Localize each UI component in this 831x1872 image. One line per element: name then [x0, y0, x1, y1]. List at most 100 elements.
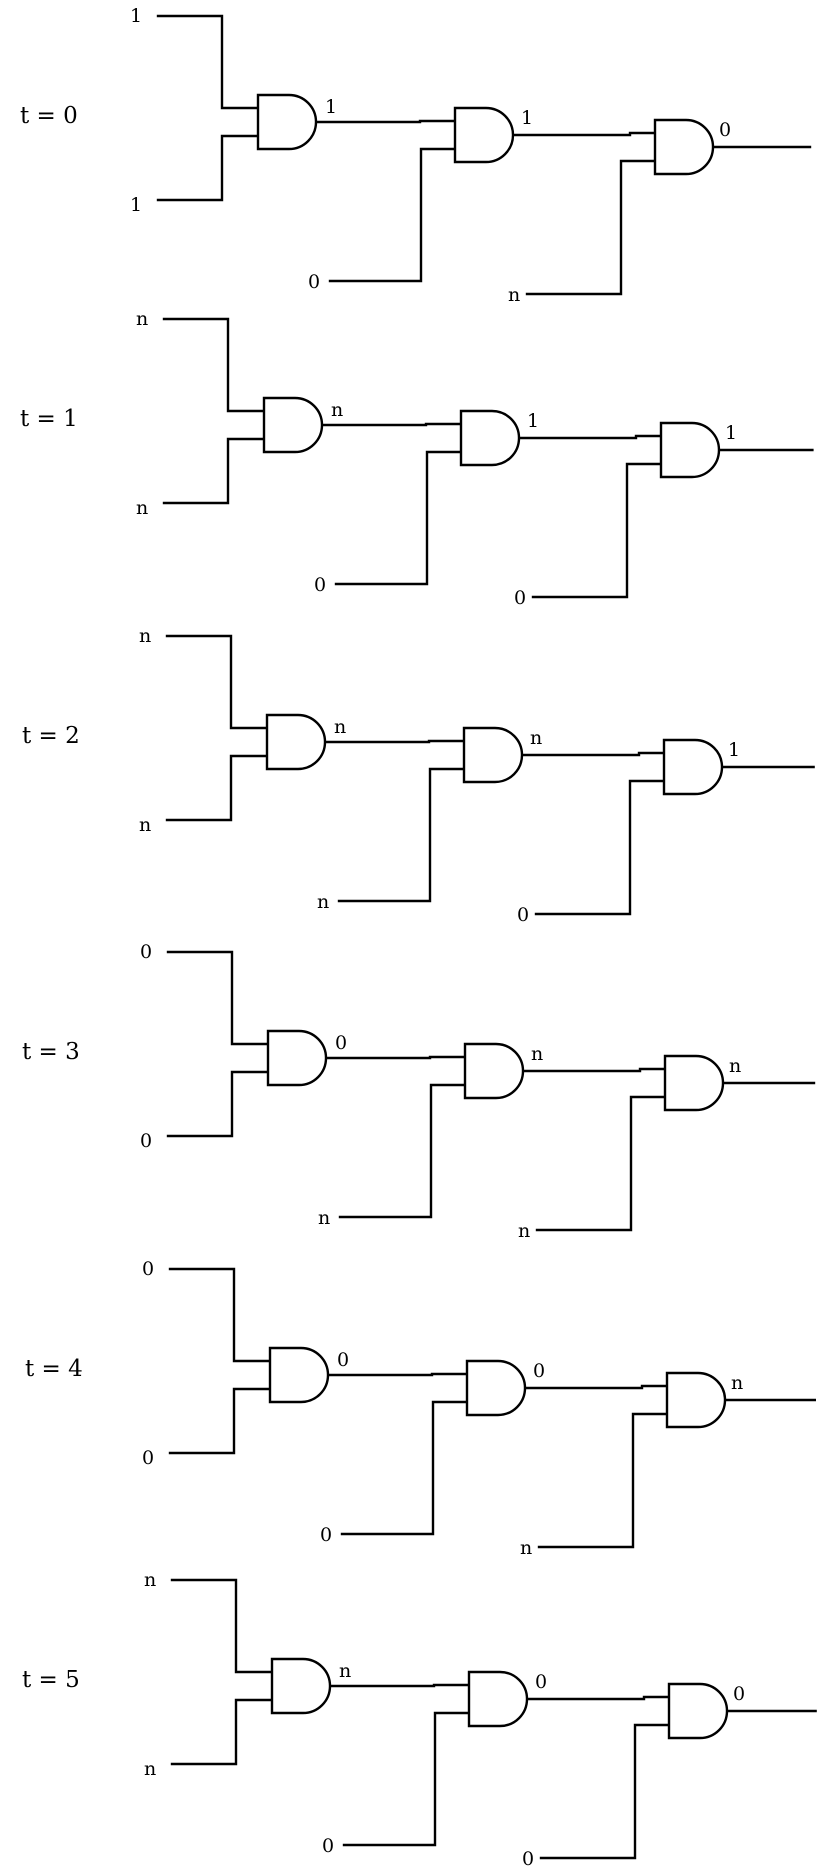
input-c-label: n	[317, 891, 329, 913]
input-d-label: n	[520, 1537, 532, 1559]
and-gate-1	[262, 396, 324, 454]
and-gate-3	[662, 738, 724, 796]
wire-input-a	[165, 634, 269, 730]
and-gate-1	[256, 93, 318, 151]
gate3-output-label: n	[729, 1055, 741, 1077]
input-b-label: n	[139, 814, 151, 836]
input-b-label: 0	[140, 1130, 152, 1152]
input-d-label: 0	[522, 1848, 534, 1870]
input-d-label: n	[518, 1220, 530, 1242]
and-gate-2	[463, 1042, 525, 1100]
input-a-label: n	[144, 1569, 156, 1591]
and-gate-2	[453, 106, 515, 164]
wire-input-d	[531, 462, 663, 599]
gate1-output-label: n	[331, 399, 343, 421]
wire-g1-to-g2	[323, 739, 466, 744]
gate2-output-label: n	[531, 1043, 543, 1065]
wire-input-c	[337, 767, 466, 903]
wire-input-d	[537, 1412, 669, 1549]
wire-input-a	[162, 317, 266, 413]
gate2-output-label: n	[530, 727, 542, 749]
time-label: t = 3	[22, 1039, 80, 1065]
input-c-label: n	[318, 1207, 330, 1229]
wire-input-c	[338, 1083, 467, 1219]
input-c-label: 0	[308, 271, 320, 293]
wire-input-a	[156, 14, 260, 110]
gate3-output-label: n	[731, 1372, 743, 1394]
wire-input-d	[525, 159, 657, 296]
and-gate-3	[653, 118, 715, 176]
wire-input-b	[170, 1698, 274, 1766]
wire-input-c	[340, 1400, 469, 1536]
input-d-label: 0	[517, 904, 529, 926]
and-gate-3	[659, 421, 721, 479]
gate3-output-label: 0	[733, 1683, 745, 1705]
input-b-label: n	[136, 497, 148, 519]
wire-g1-to-g2	[326, 1372, 469, 1377]
input-a-label: 1	[130, 5, 142, 27]
input-c-label: 0	[314, 574, 326, 596]
input-a-label: 0	[140, 941, 152, 963]
wire-input-b	[162, 437, 266, 505]
gate2-output-label: 0	[535, 1671, 547, 1693]
wire-g2-to-g3	[517, 434, 663, 440]
input-a-label: n	[139, 625, 151, 647]
input-b-label: 0	[142, 1447, 154, 1469]
wire-input-c	[328, 147, 457, 283]
wire-input-b	[168, 1387, 272, 1455]
and-gate-2	[462, 726, 524, 784]
and-gate-2	[465, 1359, 527, 1417]
gate3-output-label: 0	[719, 119, 731, 141]
wire-g1-to-g2	[328, 1683, 471, 1688]
wire-g2-to-g3	[511, 131, 657, 137]
input-b-label: 1	[130, 194, 142, 216]
wire-input-a	[166, 950, 270, 1046]
gate2-output-label: 1	[527, 410, 539, 432]
gate1-output-label: n	[339, 1660, 351, 1682]
input-c-label: 0	[322, 1835, 334, 1857]
gate3-output-label: 1	[725, 422, 737, 444]
stage-1: t = 1 n n n 0 1 0 1	[20, 308, 814, 609]
gate2-output-label: 1	[521, 107, 533, 129]
wire-g1-to-g2	[320, 422, 463, 427]
wire-input-d	[535, 1095, 667, 1232]
and-gate-2	[459, 409, 521, 467]
time-label: t = 5	[22, 1667, 80, 1693]
stage-5: t = 5 n n n 0 0 0 0	[22, 1569, 817, 1870]
wire-g2-to-g3	[525, 1695, 671, 1701]
input-a-label: n	[136, 308, 148, 330]
wire-input-a	[168, 1267, 272, 1363]
time-label: t = 2	[22, 723, 80, 749]
wire-g2-to-g3	[523, 1384, 669, 1390]
wire-g2-to-g3	[520, 751, 666, 757]
input-c-label: 0	[320, 1524, 332, 1546]
and-gate-1	[270, 1657, 332, 1715]
time-label: t = 1	[20, 406, 78, 432]
stage-0: t = 0 1 1 1 0 1 n 0	[20, 5, 812, 306]
and-gate-3	[667, 1682, 729, 1740]
wire-input-a	[170, 1578, 274, 1674]
and-gate-2	[467, 1670, 529, 1728]
and-gate-3	[665, 1371, 727, 1429]
gate1-output-label: 1	[325, 96, 337, 118]
time-label: t = 4	[25, 1356, 83, 1382]
wire-input-c	[342, 1711, 471, 1847]
input-a-label: 0	[142, 1258, 154, 1280]
wire-g1-to-g2	[314, 119, 457, 124]
input-d-label: 0	[514, 587, 526, 609]
wire-g2-to-g3	[521, 1067, 667, 1073]
wire-input-d	[539, 1723, 671, 1860]
gate1-output-label: 0	[337, 1349, 349, 1371]
and-gate-1	[268, 1346, 330, 1404]
input-b-label: n	[144, 1758, 156, 1780]
time-label: t = 0	[20, 103, 78, 129]
and-gate-3	[663, 1054, 725, 1112]
and-gate-1	[265, 713, 327, 771]
wire-g1-to-g2	[324, 1055, 467, 1060]
input-d-label: n	[508, 284, 520, 306]
wire-input-b	[156, 134, 260, 202]
